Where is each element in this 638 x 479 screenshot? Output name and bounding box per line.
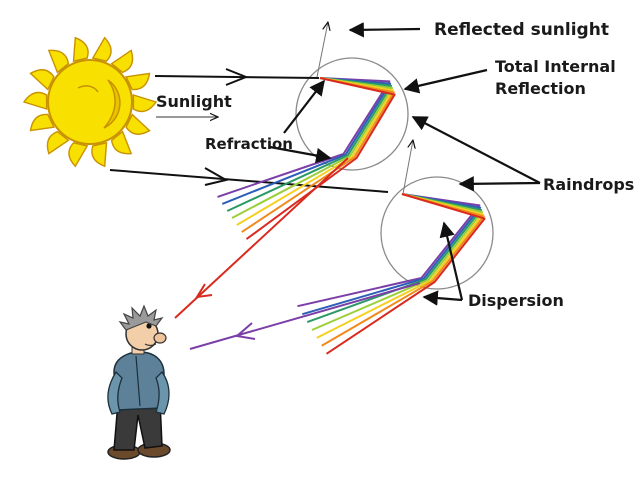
sun-ray [110,49,134,74]
arrow-refraction-b [269,145,332,164]
reflected-ray-lower [402,140,413,195]
lower-band-6 [325,193,486,355]
lower-band-0 [297,193,481,308]
lower-band-3 [311,193,483,331]
sun-ray [22,91,48,110]
sun-ray [46,130,70,155]
arrow-raindrops-a [411,116,541,184]
sun-ray [110,130,133,155]
sun-icon [22,36,158,168]
raindrop-lower [380,176,494,290]
sun-ray [29,69,55,91]
label-raindrops: Raindrops [543,175,634,194]
upper-band-6 [245,77,396,240]
incoming-ray-lower [109,169,389,193]
sun-ray [72,36,89,63]
label-total-internal-2: Reflection [495,79,586,98]
sun-ray [125,72,151,91]
upper-band-1 [221,77,392,205]
red-ray-to-observer [174,157,349,319]
arrow-dispersion-a [439,221,464,301]
sun-ray [91,141,108,168]
sun-ray [132,94,158,113]
sun-ray [47,49,70,74]
arrow-total-internal [403,68,488,94]
sun-ray [91,36,112,62]
label-refraction: Refraction [205,135,293,153]
label-total-internal-1: Total Internal [495,57,616,76]
sun-ray [68,142,89,168]
spectrum-bands [217,77,486,355]
upper-band-0 [217,77,391,198]
arrow-raindrops-b [458,176,541,192]
label-sunlight: Sunlight [156,92,232,111]
arrow-refraction-a [283,79,325,134]
upper-band-2 [226,77,393,212]
incoming-ray-upper [154,75,320,79]
label-reflected-sunlight: Reflected sunlight [434,20,609,40]
raindrop-upper [295,57,409,171]
reflected-ray-upper [316,22,328,78]
purple-ray-to-observer [189,282,421,350]
arrow-dispersion-b [422,290,463,306]
sun-ray [29,113,55,132]
upper-band-3 [231,77,393,219]
label-dispersion: Dispersion [468,291,564,310]
arrow-reflected-sunlight [348,22,421,38]
sun-ray [125,113,151,135]
observer-figure [107,304,171,460]
